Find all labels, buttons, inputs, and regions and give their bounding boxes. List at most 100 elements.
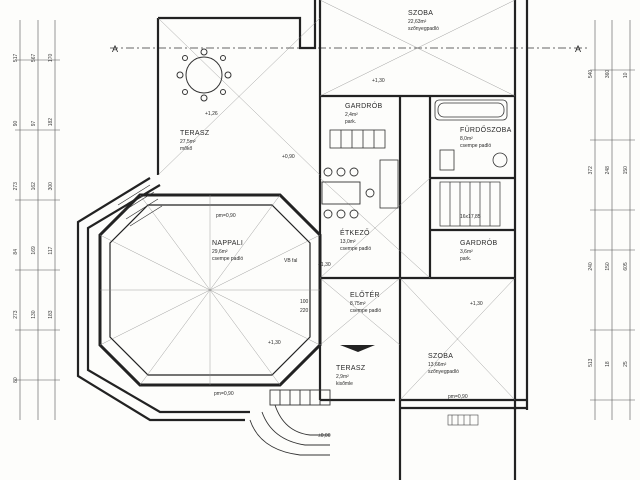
dimension-label: 18 xyxy=(605,361,611,367)
svg-text:13,66m²: 13,66m² xyxy=(428,362,447,368)
dimension-label: 273 xyxy=(13,310,19,319)
svg-text:csempe padló: csempe padló xyxy=(340,246,371,252)
parapet-label: pm=0,90 xyxy=(216,213,236,219)
dimension-label: 513 xyxy=(588,358,594,367)
opening-dim: 100 xyxy=(300,299,309,305)
level-marker: +1,30 xyxy=(318,262,331,268)
left-dimension-chain xyxy=(15,20,60,420)
dimension-label: 90 xyxy=(13,120,19,126)
wall-label: VB fal xyxy=(284,258,297,264)
dimension-label: 80 xyxy=(13,377,19,383)
dimension-label: 170 xyxy=(48,54,54,63)
svg-text:TERASZ: TERASZ xyxy=(336,365,366,372)
dimension-label: 183 xyxy=(48,310,54,319)
dimension-label: 117 xyxy=(48,246,54,254)
dimension-label: 273 xyxy=(13,182,19,191)
dimension-label: 97 xyxy=(31,120,37,126)
svg-text:csempe padló: csempe padló xyxy=(460,143,491,149)
bottom-hatch xyxy=(447,414,479,426)
room-label-etkezo: ÉTKEZŐ 13,0m² csempe padló xyxy=(340,228,371,252)
dimension-label: 540 xyxy=(588,70,594,79)
dimension-label: 517 xyxy=(13,54,19,63)
svg-text:csempe padló: csempe padló xyxy=(350,308,381,314)
svg-text:csempe padló: csempe padló xyxy=(212,256,243,262)
section-label-left: A xyxy=(112,44,118,54)
svg-text:kisőmle: kisőmle xyxy=(336,381,353,387)
dimension-label: 169 xyxy=(31,246,37,255)
room-label-gardrob-mid: GARDRÓB 3,6m² park. xyxy=(460,238,498,262)
room-label-gardrob-top: GARDRÓB 2,4m² park. xyxy=(345,101,383,125)
svg-text:ELŐTÉR: ELŐTÉR xyxy=(350,290,380,299)
stair-label: 16x17,85 xyxy=(460,214,481,220)
svg-text:SZOBA: SZOBA xyxy=(428,353,453,360)
svg-text:3,6m²: 3,6m² xyxy=(460,249,473,255)
dimension-label: 182 xyxy=(48,118,54,127)
svg-text:2,9m²: 2,9m² xyxy=(336,374,349,380)
svg-text:FÜRDŐSZOBA: FÜRDŐSZOBA xyxy=(460,125,512,134)
right-dimension-labels: 540 360 10 372 248 150 240 150 605 513 18 25 xyxy=(588,70,629,367)
dimension-label: 567 xyxy=(31,54,37,63)
level-marker: ±0,00 xyxy=(318,433,331,439)
svg-text:SZOBA: SZOBA xyxy=(408,10,433,17)
room-label-furdo: FÜRDŐSZOBA 8,0m² csempe padló xyxy=(460,125,512,149)
dimension-label: 162 xyxy=(31,182,37,191)
svg-text:8,75m²: 8,75m² xyxy=(350,301,366,307)
walls xyxy=(76,0,529,480)
terrace-table-icon xyxy=(176,48,232,102)
dimension-label: 360 xyxy=(605,70,611,79)
level-marker: +0,90 xyxy=(282,154,295,160)
dimension-label: 300 xyxy=(48,182,54,191)
dimension-label: 25 xyxy=(623,361,629,367)
room-label-eloter: ELŐTÉR 8,75m² csempe padló xyxy=(350,290,381,314)
svg-text:park.: park. xyxy=(345,119,356,125)
svg-text:29,6m²: 29,6m² xyxy=(212,249,228,255)
svg-text:mőkő: mőkő xyxy=(180,146,192,152)
svg-text:GARDRÓB: GARDRÓB xyxy=(460,238,498,247)
dimension-label: 150 xyxy=(605,262,611,271)
room-label-szoba-top: SZOBA 22,63m² szőnyegpadló xyxy=(408,10,439,32)
parapet-label: pm=0,90 xyxy=(448,394,468,400)
svg-text:szőnyegpadló: szőnyegpadló xyxy=(428,369,459,375)
svg-text:szőnyegpadló: szőnyegpadló xyxy=(408,26,439,32)
kitchen-counter-icon xyxy=(329,129,399,209)
room-label-terasz-bottom: TERASZ 2,9m² kisőmle xyxy=(336,365,366,387)
room-label-nappali: NAPPALI 29,6m² csempe padló xyxy=(212,240,243,262)
right-dimension-chain xyxy=(590,20,635,420)
svg-text:22,63m²: 22,63m² xyxy=(408,19,427,25)
room-diagonals xyxy=(99,0,516,401)
svg-text:park.: park. xyxy=(460,256,471,262)
svg-text:27,5m²: 27,5m² xyxy=(180,139,196,145)
dimension-label: 240 xyxy=(588,262,594,271)
room-label-szoba-bottom: SZOBA 13,66m² szőnyegpadló xyxy=(428,353,459,375)
bathroom-fixtures-icon xyxy=(434,99,508,171)
dimension-label: 10 xyxy=(623,72,629,78)
parapet-label: pm=0,90 xyxy=(214,391,234,397)
dimension-label: 605 xyxy=(623,262,629,271)
dimension-label: 150 xyxy=(623,166,629,175)
level-marker: +1,30 xyxy=(372,78,385,84)
dimension-label: 248 xyxy=(605,166,611,175)
dimension-label: 130 xyxy=(31,310,37,319)
level-marker: +1,26 xyxy=(205,111,218,117)
entrance-door-icon xyxy=(340,345,375,352)
staircase-icon xyxy=(439,181,501,227)
svg-text:8,0m²: 8,0m² xyxy=(460,136,473,142)
svg-text:13,0m²: 13,0m² xyxy=(340,239,356,245)
left-dimension-labels: 517 567 170 90 97 182 273 162 300 84 169 117 273 130 1… xyxy=(13,54,54,383)
svg-text:GARDRÓB: GARDRÓB xyxy=(345,101,383,110)
dimension-label: 372 xyxy=(588,166,594,175)
section-label-right: A xyxy=(575,44,581,54)
terrace-steps-icon xyxy=(117,184,163,227)
dining-table-icon xyxy=(321,167,375,219)
svg-text:ÉTKEZŐ: ÉTKEZŐ xyxy=(340,228,370,237)
dimension-label: 84 xyxy=(13,249,19,255)
room-label-terasz-top: TERASZ 27,5m² mőkő xyxy=(180,130,210,152)
opening-dim: 220 xyxy=(300,308,309,314)
svg-text:2,4m²: 2,4m² xyxy=(345,112,358,118)
level-marker: +1,30 xyxy=(470,301,483,307)
entry-stairs-icon xyxy=(249,389,331,456)
svg-text:NAPPALI: NAPPALI xyxy=(212,240,243,247)
svg-text:TERASZ: TERASZ xyxy=(180,130,210,137)
